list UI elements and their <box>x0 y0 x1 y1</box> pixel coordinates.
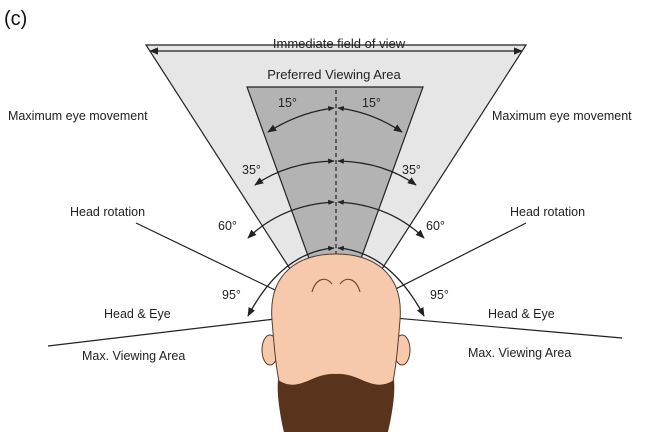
angle-95-left: 95° <box>222 288 241 302</box>
angle-35-right: 35° <box>402 163 421 177</box>
max-view-line-left <box>48 316 300 346</box>
angle-15-left: 15° <box>278 96 297 110</box>
max-view-label-left: Max. Viewing Area <box>82 349 185 363</box>
angle-15-right: 15° <box>362 96 381 110</box>
preferred-area-label: Preferred Viewing Area <box>267 67 401 82</box>
angle-60-left: 60° <box>218 219 237 233</box>
head-eye-label-left: Head & Eye <box>104 307 171 321</box>
head-illustration <box>262 254 410 432</box>
head-eye-label-right: Head & Eye <box>488 307 555 321</box>
max-eye-label-right: Maximum eye movement <box>492 109 632 123</box>
angle-95-right: 95° <box>430 288 449 302</box>
angle-35-left: 35° <box>242 163 261 177</box>
panel-label: (c) <box>4 8 27 30</box>
immediate-field-label: Immediate field of view <box>273 36 406 51</box>
max-view-label-right: Max. Viewing Area <box>468 346 571 360</box>
angle-60-right: 60° <box>426 219 445 233</box>
head-rotation-label-right: Head rotation <box>510 205 585 219</box>
head-rotation-label-left: Head rotation <box>70 205 145 219</box>
max-eye-label-left: Maximum eye movement <box>8 109 148 123</box>
